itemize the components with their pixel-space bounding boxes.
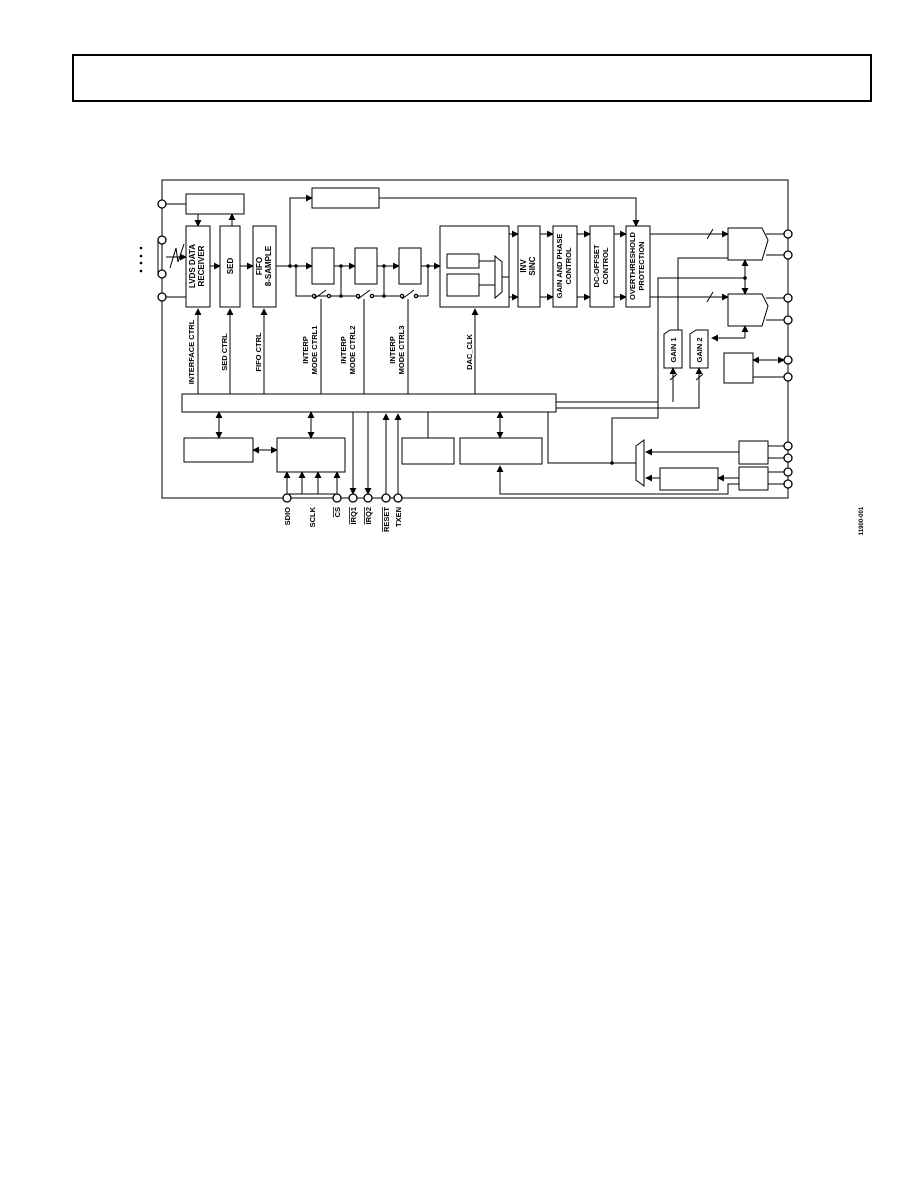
interp-ctrl2-label-2: MODE CTRL2: [348, 326, 357, 375]
clock-receiver-block: [738, 440, 769, 465]
gain-phase-label-1: GAIN AND PHASE: [555, 234, 564, 299]
lower-block-mid: [401, 437, 455, 465]
interp-ctrl1-label-2: MODE CTRL1: [310, 326, 319, 375]
interface-ctrl-label: INTERFACE CTRL: [187, 319, 196, 384]
interp-switch-3: [384, 289, 428, 300]
interp-ctrl1-label-1: INTERP: [301, 336, 310, 364]
gain-1-label: GAIN 1: [669, 337, 678, 362]
inv-sinc-label-1: INV: [519, 259, 528, 273]
gain-2-block: [689, 329, 709, 369]
pin-left-data-b: [157, 269, 167, 279]
pin-txen: [393, 493, 403, 503]
pin-irq1: [348, 493, 358, 503]
pin-dac2-out-n: [783, 315, 793, 325]
nco-mux-icon: [494, 254, 503, 300]
bus-slash-icon: [169, 243, 185, 269]
lvds-label-2: RECEIVER: [197, 245, 206, 286]
fifo-label-1: FIFO: [255, 257, 264, 275]
reset-label: RESET: [382, 507, 391, 532]
dc-offset-control-block: [589, 225, 615, 308]
interp-ctrl3-label-1: INTERP: [388, 336, 397, 364]
bus-dots: [139, 246, 143, 273]
interp-filter-2: [354, 247, 378, 285]
nco-sub-block-2: [446, 273, 480, 297]
irq1-label: IRQ1: [349, 507, 358, 525]
pin-dacclk-n: [783, 453, 793, 463]
dac-2-block: [727, 293, 769, 327]
interp-switch-1: [311, 289, 341, 300]
pin-rset: [783, 372, 793, 382]
reference-block: [723, 352, 754, 384]
pin-refclk-n: [783, 479, 793, 489]
sdio-label: SDIO: [283, 507, 292, 526]
pin-left-top: [157, 199, 167, 209]
overthreshold-protection-block: [625, 225, 651, 308]
interp-switch-2: [341, 289, 384, 300]
fifo-label-2: 8-SAMPLE: [264, 245, 273, 286]
inv-sinc-label-2: SINC: [528, 256, 537, 275]
irq2-label: IRQ2: [364, 507, 373, 525]
page-header-box: [72, 54, 872, 102]
pin-dac2-out-p: [783, 293, 793, 303]
pin-dacclk-p: [783, 441, 793, 451]
dac-1-block: [727, 227, 769, 261]
pin-left-data-a: [157, 235, 167, 245]
interp-ctrl2-label-1: INTERP: [339, 336, 348, 364]
cs-label: CS: [333, 507, 342, 517]
pin-irq2: [363, 493, 373, 503]
pin-left-clock: [157, 292, 167, 302]
fifo-ctrl-label: FIFO CTRL: [254, 332, 263, 372]
overthreshold-label-2: PROTECTION: [637, 241, 646, 290]
sed-ctrl-label: SED CTRL: [220, 333, 229, 371]
dc-offset-label-1: DC-OFFSET: [592, 244, 601, 287]
lvds-data-receiver-block: [185, 225, 211, 308]
pin-dac1-out-n: [783, 250, 793, 260]
serial-port-block: [276, 437, 346, 473]
sclk-label: SCLK: [308, 506, 317, 527]
interp-filter-3: [398, 247, 422, 285]
pin-sdio: [282, 493, 292, 503]
lower-block-right: [459, 437, 543, 465]
pll-ref-block: [738, 466, 769, 491]
gain-phase-control-block: [552, 225, 578, 308]
gain-2-label: GAIN 2: [695, 337, 704, 362]
pin-ref-io: [783, 355, 793, 365]
nco-sub-block-1: [446, 253, 480, 269]
dac-clk-label: DAC_CLK: [465, 334, 474, 370]
gain-phase-label-2: CONTROL: [564, 247, 573, 284]
pin-refclk-p: [783, 467, 793, 477]
lower-block-left: [183, 437, 254, 463]
lvds-label-1: LVDS DATA: [188, 244, 197, 288]
control-register-bus: [181, 393, 557, 413]
interp-filter-1: [311, 247, 335, 285]
dc-offset-label-2: CONTROL: [601, 247, 610, 284]
pin-cs: [332, 493, 342, 503]
figure-id: 11900-001: [859, 506, 865, 535]
block-top-left: [185, 193, 245, 215]
overthreshold-label-1: OVERTHRESHOLD: [628, 231, 637, 300]
interp-ctrl3-label-2: MODE CTRL3: [397, 326, 406, 375]
gain-1-block: [663, 329, 683, 369]
bypass-block: [311, 187, 380, 209]
pin-reset: [381, 493, 391, 503]
pin-dac1-out-p: [783, 229, 793, 239]
inv-sinc-block: [517, 225, 541, 308]
pll-block: [659, 467, 719, 491]
txen-label: TXEN: [394, 507, 403, 527]
clock-mux-icon: [635, 439, 645, 487]
sed-label: SED: [226, 258, 235, 275]
